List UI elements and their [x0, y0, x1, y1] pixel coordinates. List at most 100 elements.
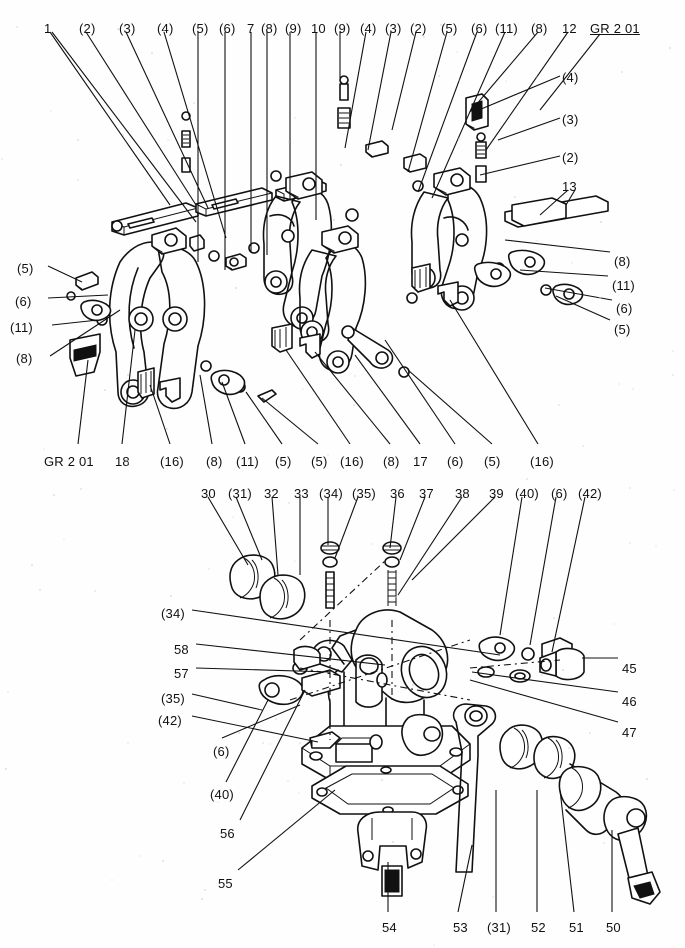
callout-label: (4) — [562, 70, 579, 85]
paper-speckle — [568, 747, 570, 749]
paper-speckle — [63, 538, 65, 540]
paper-speckle — [235, 287, 237, 289]
callout-label: 13 — [562, 179, 577, 194]
paper-speckle — [536, 76, 538, 78]
leader-line — [539, 33, 601, 111]
leader-line — [399, 496, 426, 561]
paper-speckle — [193, 102, 195, 104]
callout-label: (40) — [210, 787, 234, 802]
selector-bar-right — [504, 195, 609, 228]
paper-speckle — [392, 841, 394, 843]
paper-speckle — [646, 778, 648, 780]
leader-line — [565, 189, 576, 206]
leader-line — [551, 496, 586, 653]
housing-gasket — [311, 765, 469, 815]
callout-label: GR 2 01 — [44, 454, 94, 469]
paper-speckle — [275, 718, 277, 720]
paper-speckle — [122, 134, 124, 136]
callout-label: (3) — [562, 112, 579, 127]
paper-speckle — [117, 28, 119, 30]
paper-speckle — [232, 516, 234, 518]
paper-speckle — [170, 595, 172, 597]
callout-label: (5) — [192, 21, 209, 36]
paper-speckle — [327, 454, 329, 456]
paper-speckle — [440, 24, 442, 26]
paper-speckle — [77, 179, 79, 181]
paper-speckle — [412, 684, 414, 686]
callout-label: 32 — [264, 486, 279, 501]
leader-line — [407, 31, 448, 173]
paper-speckle — [673, 489, 675, 491]
paper-speckle — [94, 590, 96, 592]
paper-speckle — [526, 478, 528, 480]
leader-line — [389, 496, 397, 549]
paper-speckle — [288, 141, 290, 143]
paper-speckle — [600, 221, 602, 223]
callout-label: (35) — [161, 691, 185, 706]
paper-speckle — [43, 448, 45, 450]
leader-line — [485, 31, 569, 151]
paper-speckle — [599, 297, 601, 299]
paper-speckle — [302, 388, 304, 390]
leader-line — [354, 354, 421, 445]
leader-line — [469, 679, 619, 723]
detent-stack-left — [320, 541, 340, 609]
paper-speckle — [208, 568, 210, 570]
leader-line — [473, 75, 561, 113]
paper-speckle — [294, 560, 296, 562]
paper-speckle — [269, 743, 271, 745]
paper-speckle — [127, 462, 129, 464]
callout-label: (6) — [616, 301, 633, 316]
callout-label: 50 — [606, 920, 621, 935]
paper-speckle — [162, 860, 164, 862]
callout-label: (5) — [614, 322, 631, 337]
callout-label: (6) — [447, 454, 464, 469]
stud-group-upper-right — [475, 132, 487, 183]
paper-speckle — [433, 944, 435, 946]
leader-line — [471, 671, 619, 693]
leader-line — [497, 117, 561, 141]
washer-group-upper — [66, 170, 552, 393]
mounting-bracket — [356, 811, 428, 897]
paper-speckle — [183, 782, 185, 784]
paper-speckle — [127, 374, 129, 376]
callout-label: (6) — [471, 21, 488, 36]
paper-speckle — [5, 768, 7, 770]
callout-label: 38 — [455, 486, 470, 501]
leader-lines-group — [47, 31, 619, 913]
leader-line — [221, 381, 246, 445]
paper-speckle — [127, 742, 129, 744]
leader-line — [559, 789, 575, 913]
leader-line — [539, 189, 569, 216]
leader-line — [191, 609, 501, 656]
callout-label: 52 — [531, 920, 546, 935]
callout-label: (16) — [340, 454, 364, 469]
callout-label: (6) — [551, 486, 568, 501]
leader-line — [314, 351, 391, 445]
callout-label: (6) — [219, 21, 236, 36]
paper-speckle — [536, 240, 538, 242]
callout-label: (11) — [612, 278, 635, 293]
paper-speckle — [618, 383, 620, 385]
bolt-cluster-left — [189, 234, 247, 271]
leader-line — [391, 31, 417, 131]
leader-line — [225, 699, 269, 783]
callout-label: (6) — [15, 294, 32, 309]
paper-speckle — [111, 879, 113, 881]
callout-label: (4) — [360, 21, 377, 36]
callout-label: (34) — [319, 486, 343, 501]
paper-speckle — [395, 596, 397, 598]
paper-speckle — [456, 51, 458, 53]
paper-speckle — [293, 221, 295, 223]
leader-line — [237, 789, 336, 871]
leader-line — [49, 309, 121, 357]
leader-line — [469, 31, 539, 113]
callout-label: 58 — [174, 642, 189, 657]
callout-label: (2) — [79, 21, 96, 36]
leader-line — [85, 31, 197, 206]
leader-line — [149, 384, 171, 445]
paper-speckle — [582, 445, 584, 447]
paper-speckle — [201, 898, 203, 900]
callout-label: 53 — [453, 920, 468, 935]
